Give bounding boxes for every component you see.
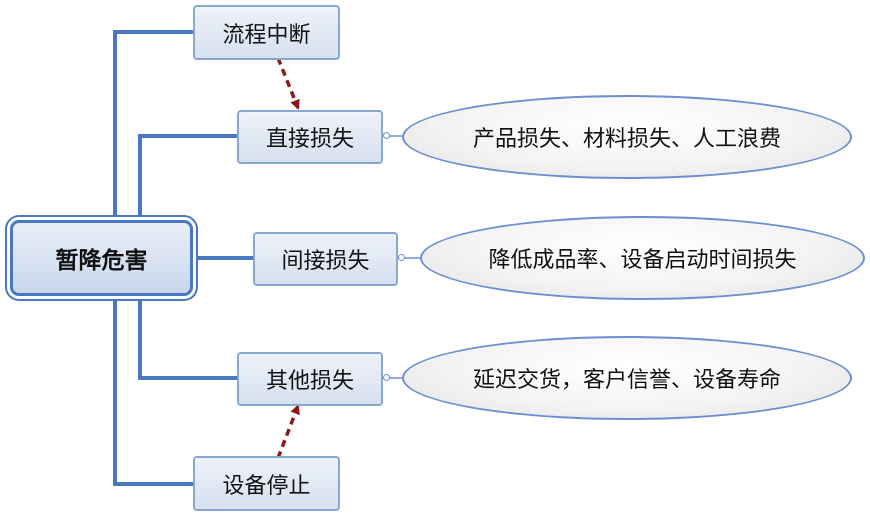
branch-node-other-loss[interactable]: 其他损失	[237, 352, 383, 406]
branch-node-direct-loss[interactable]: 直接损失	[237, 110, 383, 164]
connector-dot-indirect	[398, 254, 405, 261]
link-root-to-flow-interruption	[113, 30, 193, 222]
root-node[interactable]: 暂降危害	[10, 220, 193, 296]
cause-arrow-bottom	[276, 404, 300, 459]
link-root-to-other-loss	[138, 294, 237, 380]
cause-node-flow-interruption[interactable]: 流程中断	[193, 5, 340, 60]
cause-node-equipment-stop[interactable]: 设备停止	[193, 456, 340, 511]
link-root-to-direct-loss	[138, 134, 237, 222]
cause-arrow-top	[276, 57, 300, 110]
connector-dot-other	[383, 374, 390, 381]
link-root-to-equipment-stop	[113, 294, 193, 486]
detail-ellipse-direct-loss[interactable]: 产品损失、材料损失、人工浪费	[402, 95, 852, 179]
detail-ellipse-other-loss[interactable]: 延迟交货，客户信誉、设备寿命	[402, 336, 852, 420]
detail-ellipse-indirect-loss[interactable]: 降低成品率、设备启动时间损失	[420, 216, 865, 300]
branch-node-indirect-loss[interactable]: 间接损失	[253, 232, 398, 286]
connector-dot-direct	[383, 132, 390, 139]
